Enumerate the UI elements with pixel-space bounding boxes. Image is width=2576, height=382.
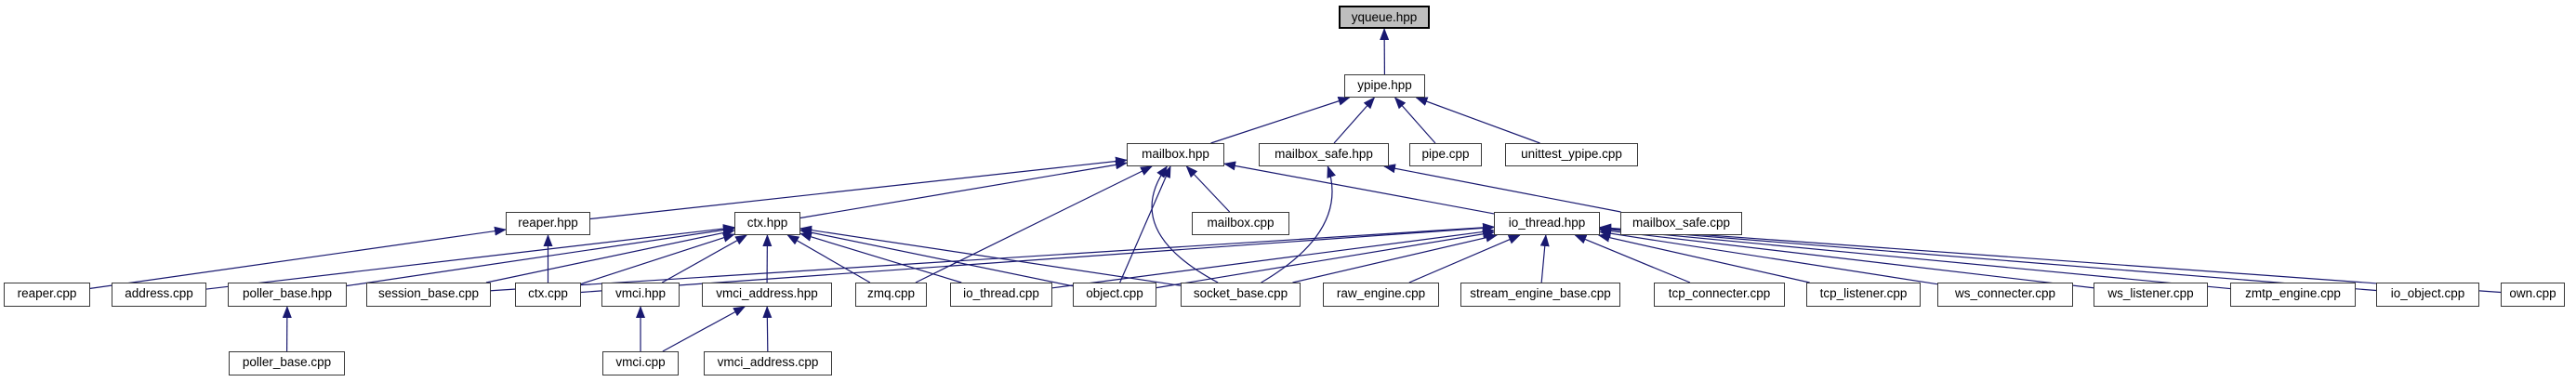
node-io-object-cpp[interactable]: io_object.cpp bbox=[2376, 283, 2479, 307]
node-io-thread-hpp[interactable]: io_thread.hpp bbox=[1494, 212, 1600, 235]
node-stream-engine-base-cpp[interactable]: stream_engine_base.cpp bbox=[1460, 283, 1620, 307]
node-own-cpp[interactable]: own.cpp bbox=[2501, 283, 2565, 307]
node-zmq-cpp[interactable]: zmq.cpp bbox=[855, 283, 927, 307]
node-pipe-cpp[interactable]: pipe.cpp bbox=[1409, 143, 1482, 166]
node-poller-base-hpp[interactable]: poller_base.hpp bbox=[228, 283, 347, 307]
node-ws-connecter-cpp[interactable]: ws_connecter.cpp bbox=[1937, 283, 2073, 307]
node-ws-listener-cpp[interactable]: ws_listener.cpp bbox=[2094, 283, 2208, 307]
edge-ctx_cpp-to-io_thread_hpp bbox=[580, 223, 1495, 294]
node-mailbox-safe-cpp[interactable]: mailbox_safe.cpp bbox=[1620, 212, 1742, 235]
node-unittest-ypipe-cpp[interactable]: unittest_ypipe.cpp bbox=[1505, 143, 1638, 166]
node-yqueue-hpp: yqueue.hpp bbox=[1339, 6, 1430, 29]
edge-mailbox_hpp-to-ypipe_hpp bbox=[1210, 96, 1351, 144]
node-vmci-address-hpp[interactable]: vmci_address.hpp bbox=[702, 283, 832, 307]
node-tcp-listener-cpp[interactable]: tcp_listener.cpp bbox=[1806, 283, 1921, 307]
edge-raw_engine_cpp-to-io_thread_hpp bbox=[1408, 234, 1521, 283]
node-zmtp-engine-cpp[interactable]: zmtp_engine.cpp bbox=[2230, 283, 2356, 307]
edge-ws_listener_cpp-to-io_thread_hpp bbox=[1599, 226, 2094, 289]
edge-vmci_cpp-to-vmci_address_hpp bbox=[662, 306, 746, 352]
edge-session_base_cpp-to-ctx_hpp bbox=[485, 228, 735, 283]
node-poller-base-cpp[interactable]: poller_base.cpp bbox=[229, 351, 345, 375]
edge-ctx_hpp-to-mailbox_hpp bbox=[799, 160, 1128, 219]
edge-socket_base_cpp-to-io_thread_hpp bbox=[1292, 232, 1499, 283]
edge-io_object_cpp-to-io_thread_hpp bbox=[1599, 224, 2377, 292]
edge-mailbox_safe_hpp-to-ypipe_hpp bbox=[1333, 97, 1376, 144]
edge-ws_connecter_cpp-to-io_thread_hpp bbox=[1599, 229, 1938, 285]
node-ctx-cpp[interactable]: ctx.cpp bbox=[515, 283, 581, 307]
edge-vmci_address_cpp-to-vmci_address_hpp bbox=[762, 306, 773, 352]
node-ctx-hpp[interactable]: ctx.hpp bbox=[734, 212, 800, 235]
edge-zmq_cpp-to-mailbox_hpp bbox=[915, 165, 1153, 283]
edge-address_cpp-to-ctx_hpp bbox=[205, 224, 735, 290]
node-session-base-cpp[interactable]: session_base.cpp bbox=[366, 283, 491, 307]
node-address-cpp[interactable]: address.cpp bbox=[112, 283, 206, 307]
edge-zmtp_engine_cpp-to-io_thread_hpp bbox=[1599, 225, 2231, 290]
edge-mailbox_cpp-to-mailbox_hpp bbox=[1185, 165, 1231, 213]
edge-stream_engine_base_cpp-to-io_thread_hpp bbox=[1539, 234, 1550, 283]
node-object-cpp[interactable]: object.cpp bbox=[1073, 283, 1156, 307]
edge-pipe_cpp-to-ypipe_hpp bbox=[1394, 97, 1436, 144]
node-vmci-cpp[interactable]: vmci.cpp bbox=[602, 351, 679, 375]
edge-socket_base_cpp-to-mailbox_hpp bbox=[1151, 165, 1219, 283]
edge-own_cpp-to-io_thread_hpp bbox=[1599, 223, 2502, 294]
edge-object_cpp-to-ctx_hpp bbox=[799, 228, 1074, 287]
node-io-thread-cpp[interactable]: io_thread.cpp bbox=[950, 283, 1052, 307]
edge-unittest_ypipe_cpp-to-ypipe_hpp bbox=[1415, 97, 1540, 144]
edge-object_cpp-to-io_thread_hpp bbox=[1156, 229, 1495, 289]
edge-poller_base_hpp-to-ctx_hpp bbox=[346, 225, 735, 287]
node-mailbox-safe-hpp[interactable]: mailbox_safe.hpp bbox=[1259, 143, 1389, 166]
edge-vmci_hpp-to-ctx_hpp bbox=[661, 234, 748, 283]
edge-reaper_cpp-to-reaper_hpp bbox=[89, 226, 507, 289]
edge-socket_base_cpp-to-ctx_hpp bbox=[799, 225, 1182, 286]
node-reaper-hpp[interactable]: reaper.hpp bbox=[506, 212, 590, 235]
edge-object_cpp-to-mailbox_hpp bbox=[1119, 165, 1171, 283]
node-mailbox-hpp[interactable]: mailbox.hpp bbox=[1127, 143, 1224, 166]
edge-tcp_connecter_cpp-to-io_thread_hpp bbox=[1574, 234, 1691, 283]
node-socket-base-cpp[interactable]: socket_base.cpp bbox=[1181, 283, 1301, 307]
edge-tcp_listener_cpp-to-io_thread_hpp bbox=[1597, 232, 1810, 283]
edge-socket_base_cpp-to-mailbox_safe_hpp bbox=[1261, 165, 1336, 283]
node-vmci-address-cpp[interactable]: vmci_address.cpp bbox=[704, 351, 832, 375]
edge-reaper_hpp-to-mailbox_hpp bbox=[589, 156, 1128, 220]
edge-mailbox_safe_cpp-to-mailbox_safe_hpp bbox=[1382, 164, 1621, 213]
node-reaper-cpp[interactable]: reaper.cpp bbox=[4, 283, 90, 307]
node-mailbox-cpp[interactable]: mailbox.cpp bbox=[1192, 212, 1289, 235]
edge-io_thread_hpp-to-mailbox_hpp bbox=[1223, 161, 1495, 215]
node-tcp-connecter-cpp[interactable]: tcp_connecter.cpp bbox=[1654, 283, 1785, 307]
edge-zmq_cpp-to-ctx_hpp bbox=[786, 234, 871, 283]
edge-io_thread_cpp-to-io_thread_hpp bbox=[1051, 227, 1495, 289]
edge-io_thread_cpp-to-ctx_hpp bbox=[799, 232, 962, 283]
node-vmci-hpp[interactable]: vmci.hpp bbox=[601, 283, 680, 307]
node-ypipe-hpp[interactable]: ypipe.hpp bbox=[1344, 74, 1425, 98]
edges bbox=[89, 28, 2502, 352]
node-raw-engine-cpp[interactable]: raw_engine.cpp bbox=[1323, 283, 1439, 307]
edge-session_base_cpp-to-io_thread_hpp bbox=[490, 222, 1495, 292]
edge-ctx_cpp-to-ctx_hpp bbox=[580, 232, 735, 285]
